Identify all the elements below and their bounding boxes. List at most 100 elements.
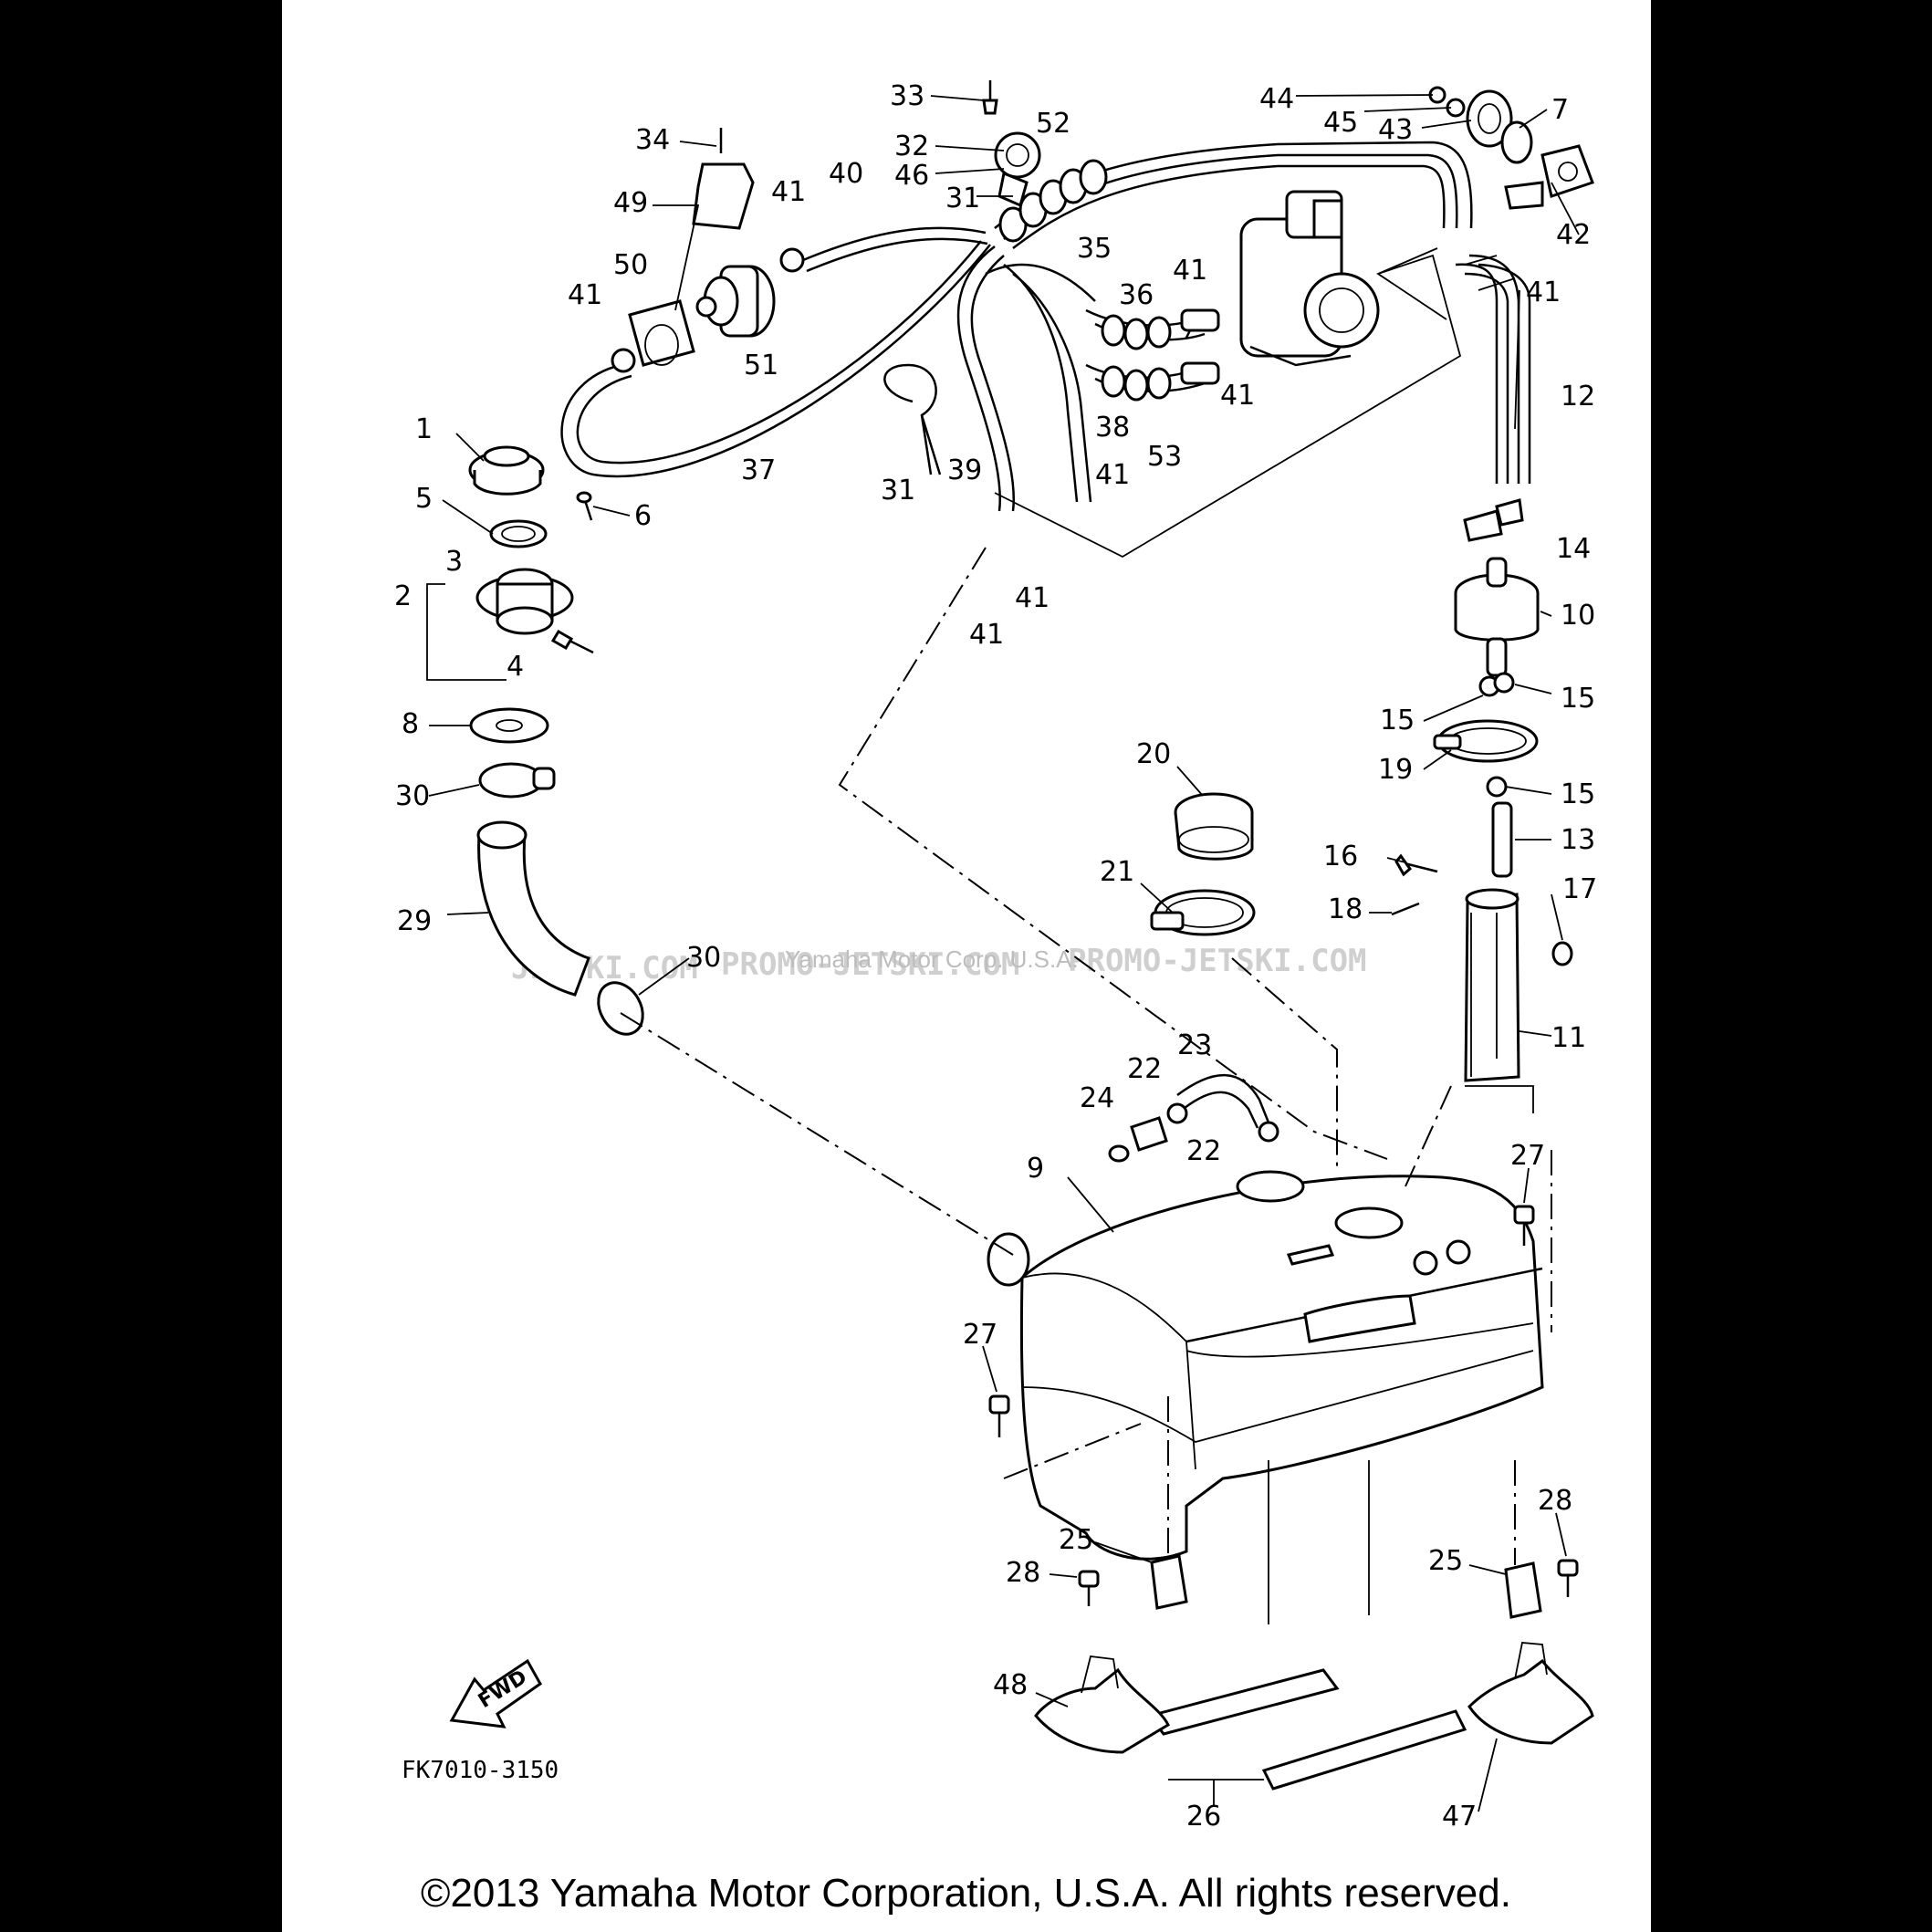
callout-52: 52 — [1036, 108, 1070, 140]
clamp-41-top — [611, 247, 805, 373]
assembly-lines — [620, 547, 1552, 1565]
callout-51: 51 — [744, 350, 778, 381]
carb-group-outline — [994, 254, 1462, 559]
callout-45: 45 — [1323, 107, 1358, 139]
callout-41-g: 41 — [969, 619, 1004, 651]
callout-9: 9 — [1027, 1153, 1044, 1185]
foot-47 — [1467, 1642, 1594, 1745]
callout-29: 29 — [397, 905, 432, 937]
wrap-sleeve — [998, 159, 1108, 243]
mount-25-right — [1504, 1561, 1542, 1619]
clip-33 — [982, 80, 998, 115]
callout-33: 33 — [890, 80, 924, 112]
watermark-promo-2: PROMO-JETSKI.COM — [1068, 943, 1367, 979]
copyright-notice: ©2013 Yamaha Motor Corporation, U.S.A. A… — [421, 1871, 1511, 1916]
callout-30-b: 30 — [686, 942, 721, 974]
bolt-28-left — [1078, 1570, 1100, 1606]
callout-15-b: 15 — [1380, 705, 1415, 736]
callout-10: 10 — [1561, 600, 1595, 632]
foot-48 — [1034, 1655, 1170, 1754]
fuel-cock-group — [1428, 86, 1594, 210]
callout-17: 17 — [1562, 873, 1597, 905]
callout-39: 39 — [947, 454, 982, 486]
callout-4: 4 — [506, 651, 524, 683]
bracket-32-46-31 — [994, 131, 1041, 208]
callout-6: 6 — [634, 500, 652, 532]
callout-47: 47 — [1442, 1801, 1477, 1833]
mount-50 — [628, 299, 695, 367]
callout-50: 50 — [613, 249, 648, 281]
clamp-30-bottom — [597, 981, 644, 1036]
callout-1: 1 — [415, 413, 433, 445]
fuel-cap-1 — [468, 445, 545, 496]
callout-28-a: 28 — [1006, 1557, 1040, 1589]
callout-49: 49 — [613, 187, 648, 219]
callout-28-b: 28 — [1538, 1485, 1572, 1517]
watermark-promo-1: PROMO-JETSKI.COM — [721, 946, 1020, 983]
hose-29 — [476, 820, 590, 997]
callout-20: 20 — [1136, 738, 1171, 770]
callout-14: 14 — [1556, 533, 1591, 565]
drawing-code: FK7010-3150 — [402, 1757, 559, 1784]
callout-41-f: 41 — [1015, 582, 1050, 614]
callout-26: 26 — [1186, 1801, 1221, 1833]
clamp-30-top — [478, 762, 556, 799]
fwd-arrow: FWD — [449, 1658, 542, 1728]
callout-31-a: 31 — [945, 183, 980, 214]
screw-6 — [576, 491, 593, 521]
band-21 — [1150, 889, 1256, 936]
mount-25-left — [1150, 1554, 1188, 1610]
fuel-filter-10 — [1454, 557, 1540, 677]
callout-41-d: 41 — [1220, 380, 1255, 412]
clip-34-bracket-49 — [692, 128, 755, 230]
callout-21: 21 — [1100, 856, 1134, 888]
hose-40 — [802, 226, 988, 273]
valve-24 — [1108, 1116, 1168, 1163]
hoses-36-53 — [1085, 308, 1220, 402]
callout-41-c: 41 — [1173, 255, 1207, 287]
callout-34: 34 — [635, 124, 670, 156]
vent-23 — [1176, 1073, 1270, 1129]
callout-8: 8 — [402, 708, 419, 740]
callout-18: 18 — [1328, 893, 1363, 925]
plate-8 — [469, 707, 549, 744]
callout-22-b: 22 — [1186, 1135, 1221, 1167]
clamps-15 — [1478, 672, 1515, 798]
callout-19: 19 — [1378, 754, 1413, 786]
callout-11: 11 — [1551, 1022, 1586, 1054]
callout-36: 36 — [1119, 279, 1154, 311]
callout-38: 38 — [1095, 412, 1130, 444]
callout-22-a: 22 — [1127, 1053, 1162, 1085]
callout-41-a: 41 — [771, 176, 806, 208]
callout-23: 23 — [1177, 1029, 1212, 1061]
callout-25-a: 25 — [1059, 1524, 1093, 1556]
callout-37: 37 — [741, 454, 776, 486]
hose-37 — [560, 240, 991, 478]
screw-16-18 — [1391, 853, 1438, 916]
washer-17 — [1551, 941, 1573, 966]
cap-20 — [1174, 792, 1254, 861]
leader-lines — [426, 255, 1520, 681]
callout-30-a: 30 — [395, 780, 430, 812]
callout-32: 32 — [894, 131, 929, 162]
gasket-5 — [489, 519, 548, 548]
hose-bundle-52 — [994, 141, 1473, 249]
bolt-28-right — [1557, 1559, 1579, 1597]
strips-26 — [1147, 1668, 1467, 1791]
bolt-27-right — [1513, 1205, 1535, 1246]
callout-41-e: 41 — [1095, 459, 1130, 491]
bolt-27-left — [988, 1394, 1010, 1437]
callout-25-b: 25 — [1428, 1545, 1463, 1577]
callout-31-b: 31 — [881, 475, 915, 506]
callout-12: 12 — [1561, 381, 1595, 413]
callout-48: 48 — [993, 1669, 1028, 1701]
callout-43: 43 — [1378, 114, 1413, 146]
callout-27-a: 27 — [963, 1319, 997, 1351]
hoses-38-39 — [956, 245, 1096, 512]
callout-15-c: 15 — [1561, 778, 1595, 810]
callout-24: 24 — [1080, 1082, 1114, 1114]
callout-5: 5 — [415, 483, 433, 515]
clamps-22 — [1166, 1102, 1279, 1143]
carburetor — [1239, 190, 1380, 367]
